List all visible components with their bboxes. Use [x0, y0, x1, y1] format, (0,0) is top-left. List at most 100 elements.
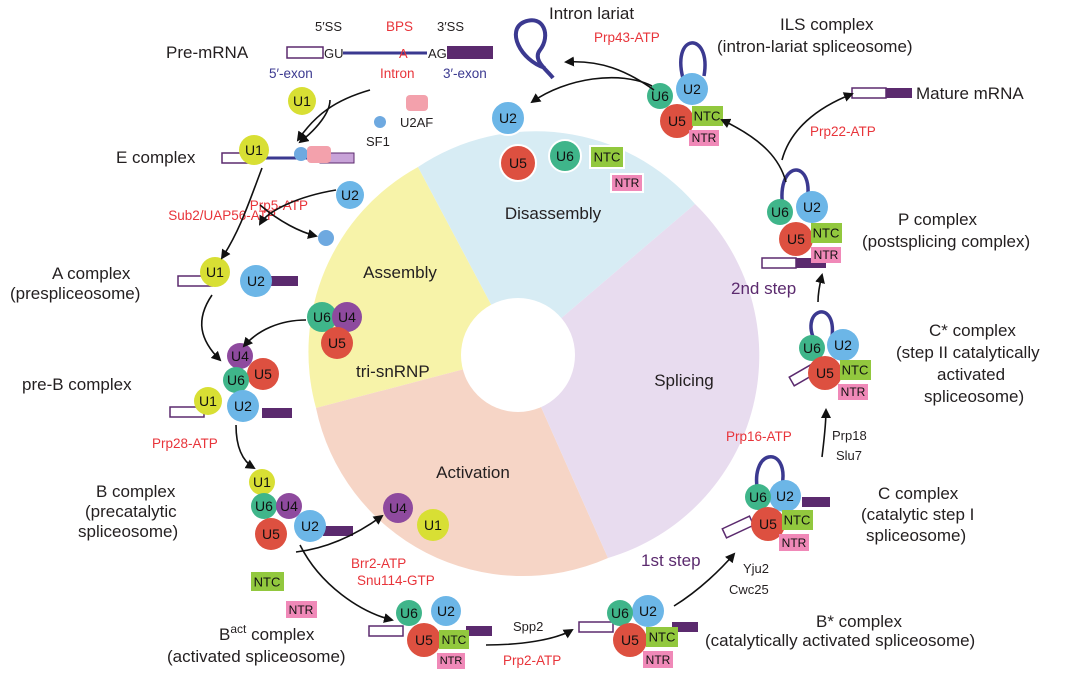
u2af-label: U2AF	[400, 115, 433, 130]
u2af-particle	[406, 95, 428, 111]
tri-snrnp-label: tri-snRNP	[356, 362, 430, 381]
second-step-label: 2nd step	[731, 279, 796, 298]
svg-text:U6: U6	[749, 489, 767, 505]
svg-text:U5: U5	[621, 632, 639, 648]
ils-complex-diagram: U2 U6 U5 NTC NTR	[647, 41, 723, 146]
intron-label: Intron	[380, 66, 415, 81]
svg-text:U2: U2	[301, 518, 319, 534]
a-complex-title: A complex	[52, 264, 131, 283]
slu7-label: Slu7	[836, 448, 862, 463]
svg-text:U5: U5	[509, 155, 527, 171]
svg-text:U2: U2	[499, 110, 517, 126]
b-complex-subtitle-2: spliceosome)	[78, 522, 178, 541]
svg-text:U2: U2	[639, 603, 657, 619]
u2-free-particle	[336, 181, 364, 209]
svg-text:NTR: NTR	[692, 131, 717, 145]
svg-text:U6: U6	[651, 88, 669, 104]
c-complex-subtitle-1: (catalytic step I	[861, 505, 974, 524]
ss5-label: 5′SS	[315, 19, 342, 34]
c-complex-subtitle-2: spliceosome)	[866, 526, 966, 545]
prp18-label: Prp18	[832, 428, 867, 443]
p-complex-diagram: U2 U6 U5 NTC NTR	[761, 168, 842, 269]
a-label: A	[399, 46, 408, 61]
u4-released-particle	[383, 493, 413, 523]
gu-label: GU	[324, 46, 344, 61]
mature-mrna	[851, 87, 912, 99]
spp2-label: Spp2	[513, 619, 543, 634]
c-complex-title: C complex	[878, 484, 959, 503]
ntr-joining	[286, 601, 317, 618]
exon5-box	[286, 46, 324, 59]
svg-text:U5: U5	[328, 335, 346, 351]
bstar-complex-title: B* complex	[816, 612, 902, 631]
yju2-label: Yju2	[743, 561, 769, 576]
sub2-label: Sub2/UAP56-ATP	[168, 208, 276, 223]
svg-text:U4: U4	[280, 498, 298, 514]
intron-lariat-label: Intron lariat	[549, 4, 634, 23]
e-complex-diagram: U1	[221, 135, 355, 165]
p-complex-title: P complex	[898, 210, 978, 229]
b-complex-title: B complex	[96, 482, 176, 501]
cycle-arrows	[200, 56, 854, 646]
disassembled-particles: U2 U5 U6 NTC NTR	[490, 100, 644, 193]
bps-label: BPS	[386, 19, 413, 34]
a-complex-diagram: U1 U2	[177, 257, 298, 297]
bact-complex-diagram: U2 U6 U5 NTC NTR	[368, 596, 492, 669]
pre-mrna: Pre-mRNA GU A AG 5′SS BPS 3′SS 5′-exon I…	[166, 19, 493, 81]
svg-text:U2: U2	[776, 488, 794, 504]
cstar-complex-subtitle-1: (step II catalytically	[896, 343, 1040, 362]
sector-activation	[316, 355, 608, 577]
exon3-box	[447, 46, 493, 59]
svg-text:NTR: NTR	[646, 653, 671, 667]
svg-text:U6: U6	[771, 204, 789, 220]
svg-text:U1: U1	[206, 264, 224, 280]
svg-text:U4: U4	[338, 309, 356, 325]
svg-text:U1: U1	[253, 474, 271, 490]
svg-text:U6: U6	[313, 309, 331, 325]
svg-text:U1: U1	[245, 142, 263, 158]
ag-label: AG	[428, 46, 447, 61]
u1-free-label: U1	[293, 93, 311, 109]
svg-text:NTC: NTC	[842, 363, 869, 378]
bact-complex-subtitle: (activated spliceosome)	[167, 647, 346, 666]
b-complex-subtitle-1: (precatalytic	[85, 502, 177, 521]
svg-text:NTC: NTC	[254, 575, 281, 590]
exon5-label: 5′-exon	[269, 66, 313, 81]
svg-text:NTR: NTR	[289, 603, 314, 617]
svg-text:U2: U2	[803, 199, 821, 215]
ils-complex-title: ILS complex	[780, 15, 874, 34]
svg-text:NTC: NTC	[694, 109, 721, 124]
svg-text:U1: U1	[199, 393, 217, 409]
svg-text:NTR: NTR	[814, 248, 839, 262]
sf1-released-particle	[318, 230, 334, 246]
svg-text:U2: U2	[234, 398, 252, 414]
sector-label-activation: Activation	[436, 463, 510, 482]
svg-text:U5: U5	[787, 231, 805, 247]
cstar-complex-subtitle-3: spliceosome)	[924, 387, 1024, 406]
svg-text:NTC: NTC	[442, 633, 467, 647]
u2-free-label: U2	[341, 187, 359, 203]
sector-label-assembly: Assembly	[363, 263, 437, 282]
svg-text:NTR: NTR	[615, 176, 640, 190]
sf1-particle	[374, 116, 386, 128]
svg-text:U6: U6	[255, 498, 273, 514]
u4-released-label: U4	[389, 500, 407, 516]
sector-splicing	[518, 204, 760, 558]
svg-text:NTC: NTC	[649, 630, 676, 645]
cwc25-label: Cwc25	[729, 582, 769, 597]
brr2-label: Brr2-ATP	[351, 556, 406, 571]
svg-text:U5: U5	[262, 526, 280, 542]
svg-text:NTC: NTC	[784, 513, 811, 528]
svg-text:NTC: NTC	[594, 150, 621, 165]
u1-released-label: U1	[424, 517, 442, 533]
exon3-label: 3′-exon	[443, 66, 487, 81]
svg-text:U5: U5	[254, 366, 272, 382]
svg-text:NTR: NTR	[440, 655, 463, 667]
ntc-joining	[251, 572, 284, 591]
svg-text:U6: U6	[556, 148, 574, 164]
svg-text:U5: U5	[668, 113, 686, 129]
first-step-label: 1st step	[641, 551, 701, 570]
svg-text:U6: U6	[227, 372, 245, 388]
svg-text:NTR: NTR	[841, 385, 866, 399]
